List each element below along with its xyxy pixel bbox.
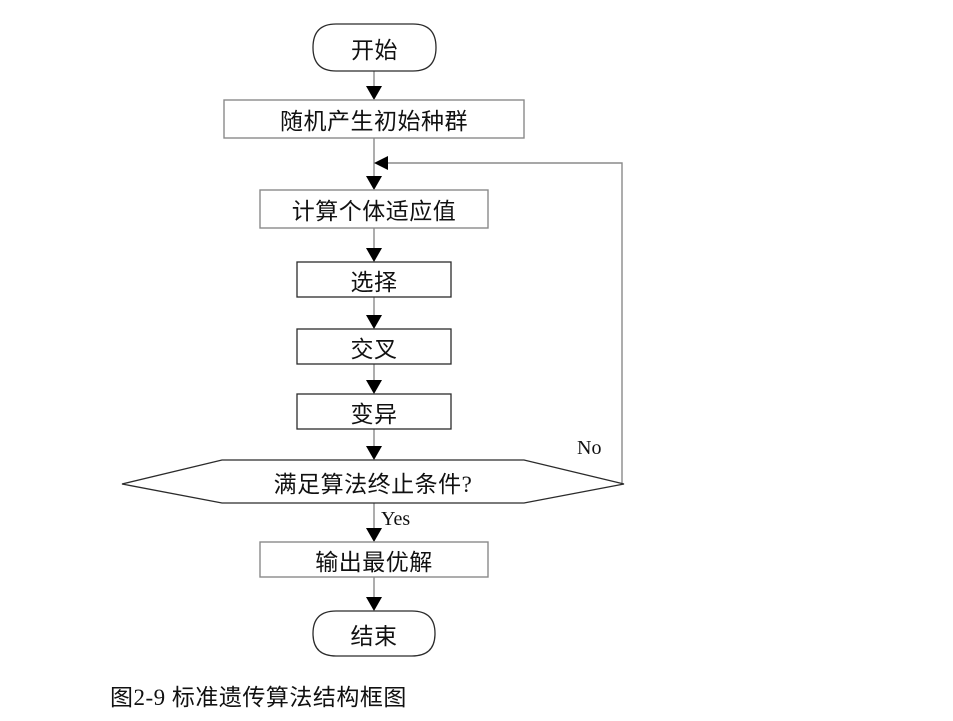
node-label-mutation: 变异 — [350, 401, 398, 427]
shape-output-best[interactable] — [259, 541, 489, 578]
arrowhead-to-check — [366, 446, 382, 460]
arrowhead-to-end — [366, 597, 382, 611]
arrowhead-to-selection — [366, 248, 382, 262]
arrowheads — [366, 86, 388, 611]
figure-caption: 图2-9 标准遗传算法结构框图 — [110, 685, 407, 710]
shape-selection[interactable] — [296, 261, 452, 298]
arrowhead-to-crossover — [366, 315, 382, 329]
shape-init-population[interactable] — [223, 99, 525, 139]
node-label-end: 结束 — [350, 623, 398, 649]
shape-crossover[interactable] — [296, 328, 452, 365]
arrowhead-to-init — [366, 86, 382, 100]
node-label-output-best: 输出最优解 — [315, 549, 433, 575]
shape-start[interactable] — [312, 23, 437, 72]
node-label-fitness: 计算个体适应值 — [291, 199, 457, 224]
node-label-termination-check: 满足算法终止条件? — [273, 472, 473, 497]
node-label-crossover: 交叉 — [350, 336, 398, 362]
arrowhead-to-output — [366, 528, 382, 542]
shape-end[interactable] — [312, 610, 436, 657]
node-label-init-population: 随机产生初始种群 — [280, 109, 468, 134]
shape-mutation[interactable] — [296, 393, 452, 430]
arrowhead-to-fitness — [366, 176, 382, 190]
node-label-selection: 选择 — [350, 269, 398, 295]
arrowhead-to-mutation — [366, 380, 382, 394]
shape-termination-check[interactable] — [121, 459, 625, 504]
edge-label-no: No — [577, 437, 602, 459]
node-label-start: 开始 — [351, 37, 398, 63]
edge-label-yes: Yes — [381, 508, 411, 530]
connector-lines — [373, 71, 623, 607]
line-loopback-no — [381, 162, 623, 484]
shape-fitness[interactable] — [259, 189, 489, 229]
arrowhead-loopback-left — [374, 156, 388, 170]
node-shapes — [121, 23, 625, 657]
